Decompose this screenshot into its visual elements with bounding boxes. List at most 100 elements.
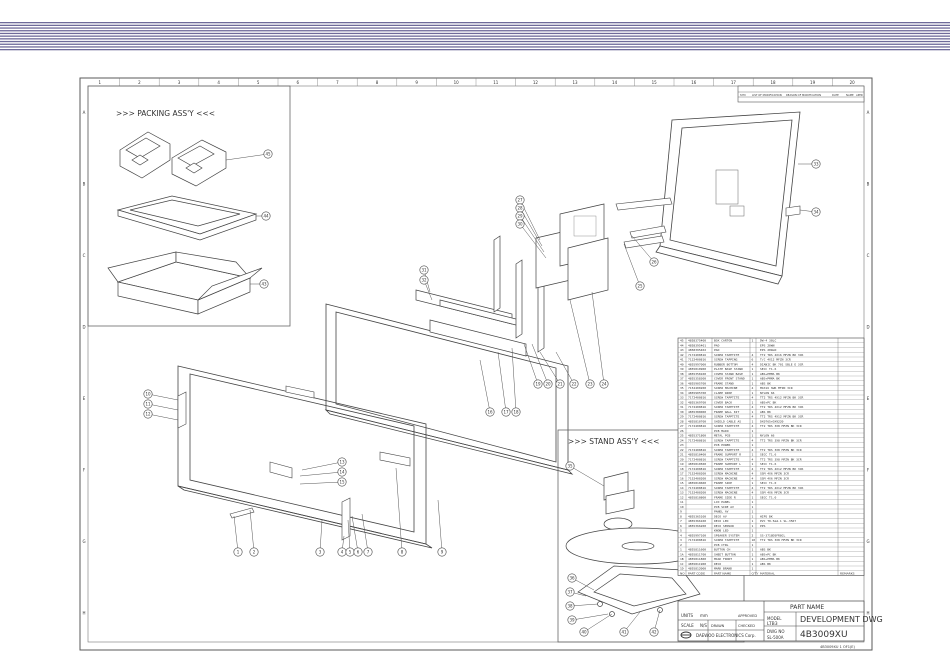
frame-side-label: G — [866, 539, 869, 544]
frame-top-label: 10 — [454, 80, 460, 85]
parts-table-cell: 27 — [680, 424, 684, 428]
parts-table-cell: 4855365100 — [688, 514, 706, 518]
revision-header-cell: REASON OF MODIFICATION — [786, 93, 821, 97]
parts-table-cell: 10 — [680, 505, 684, 509]
callout-leader — [319, 519, 323, 553]
callout-number: 32 — [421, 278, 427, 283]
parts-table-cell: PAD — [714, 343, 720, 347]
parts-table-cell: SCREW TAPPTITE — [714, 396, 739, 400]
parts-table-cell: 4 — [752, 472, 754, 476]
callout-number: 42 — [651, 630, 657, 635]
callout-circle — [363, 547, 373, 557]
connector-strips — [615, 197, 673, 249]
callout-circle — [143, 409, 153, 419]
callout-circle — [635, 281, 645, 291]
parts-table-cell: 1 — [752, 381, 754, 385]
header-stripe — [0, 22, 950, 24]
header-stripe — [0, 38, 950, 40]
company-name: DAEWOO ELECTRONICS Corp. — [696, 633, 756, 638]
parts-table-cell: 4855811600 — [688, 548, 706, 552]
parts-table-cell: ABS+PMMA BK — [760, 377, 780, 381]
dwg-no: 4B3009XU — [800, 630, 848, 640]
parts-table-cell: 1 — [752, 548, 754, 552]
callout-number: 19 — [535, 382, 541, 387]
parts-table-cell: 15 — [680, 481, 684, 485]
parts-table-cell: 36 — [680, 381, 684, 385]
callout-circle — [569, 379, 579, 389]
frame-side-label: E — [83, 396, 86, 401]
callout-number: 23 — [587, 382, 593, 387]
callout-circle — [485, 407, 495, 417]
parts-table-cell: 7172400816 — [688, 438, 706, 442]
parts-table-cell: 1 — [752, 519, 754, 523]
parts-table-cell: DECO AV — [714, 514, 727, 518]
parts-table-cell: SSM 4X6 MFZN 3CR — [760, 491, 789, 495]
parts-table-cell: FRAME SUPPORT R — [714, 453, 741, 457]
parts-table-cell: 7152400200 — [688, 476, 706, 480]
parts-table-cell: 12 — [680, 495, 684, 499]
parts-table-cell: TT2 TRS 3X8 MFZN BK 3CR — [760, 438, 802, 442]
parts-table-cell: 4855810600 — [688, 481, 706, 485]
parts-table-cell: 7152400200 — [688, 386, 706, 390]
parts-table-cell: 7172400816 — [688, 457, 706, 461]
frame-side-label: H — [866, 610, 869, 615]
parts-table-cell: 4 — [752, 467, 754, 471]
callout-circle — [249, 547, 259, 557]
callout-number: 41 — [621, 630, 627, 635]
header-stripe — [0, 30, 950, 32]
parts-table-cell: 13 — [680, 491, 684, 495]
callout-number: 29 — [517, 214, 523, 219]
callout-leader — [569, 299, 591, 385]
parts-table-cell: SCREW TAPPTITE — [714, 353, 739, 357]
callout-circle — [143, 399, 153, 409]
parts-table-cell: 42 — [680, 353, 684, 357]
callout-leader — [299, 471, 343, 477]
parts-table-cell: SS-3718D5FR8CL — [760, 533, 785, 537]
callout-number: 39 — [569, 618, 575, 623]
callout-circle — [567, 615, 577, 625]
callout-number: 43 — [261, 282, 267, 287]
parts-table-cell: PPS — [760, 524, 766, 528]
parts-table-cell: 7172400816 — [688, 424, 706, 428]
frame-top-label: 19 — [810, 80, 816, 85]
parts-table-cell: 7172400816 — [688, 486, 706, 490]
callout-leader — [497, 351, 507, 413]
callout-leader — [623, 243, 641, 287]
parts-table-cell: 28 — [680, 419, 684, 423]
parts-table-cell: HIPS BK — [760, 514, 773, 518]
revision-header-cell: DATE — [832, 93, 839, 97]
callout-number: 5 — [349, 550, 352, 555]
parts-table-cell: SECC T1.6 — [760, 367, 776, 371]
callout-leader — [531, 343, 549, 385]
parts-table-cell: SHIELD CABLE AS — [714, 419, 741, 423]
parts-table-cell: 3 — [680, 538, 682, 542]
model-value: LTB3 — [767, 621, 778, 627]
parts-table-cell: 4 — [752, 491, 754, 495]
parts-table-cell: 38 — [680, 372, 684, 376]
parts-table-cell: 4855810500 — [688, 462, 706, 466]
parts-table-cell: 7172400816 — [688, 396, 706, 400]
parts-table-cell: 4 — [752, 457, 754, 461]
parts-table-cell: 4 — [752, 405, 754, 409]
parts-table-cell: 1 — [752, 557, 754, 561]
callout-number: 12 — [145, 412, 151, 417]
callout-leader — [571, 613, 609, 621]
parts-table-cell: SCREW TAPPTITE — [714, 467, 739, 471]
parts-table-cell: 1 — [752, 500, 754, 504]
callout-circle — [555, 379, 565, 389]
parts-table-cell: 33 — [680, 396, 684, 400]
parts-table-cell: 31 — [680, 405, 684, 409]
callout-leader — [147, 403, 179, 411]
parts-table-cell: 17 — [680, 472, 684, 476]
parts-table-cell: SCREW MACHINE — [714, 491, 738, 495]
parts-table-cell: 4855810900 — [688, 367, 706, 371]
callout-circle — [337, 467, 347, 477]
callout-leader — [147, 413, 179, 421]
frame-supports — [415, 289, 527, 357]
parts-table-cell: 4855358100 — [688, 372, 706, 376]
parts-table-cell: 7122400816 — [688, 358, 706, 362]
parts-table-cell: COVER STAND BASE — [714, 372, 743, 376]
parts-table-cell: BOX CARTON — [714, 339, 732, 343]
frame-side-label: F — [83, 467, 86, 472]
